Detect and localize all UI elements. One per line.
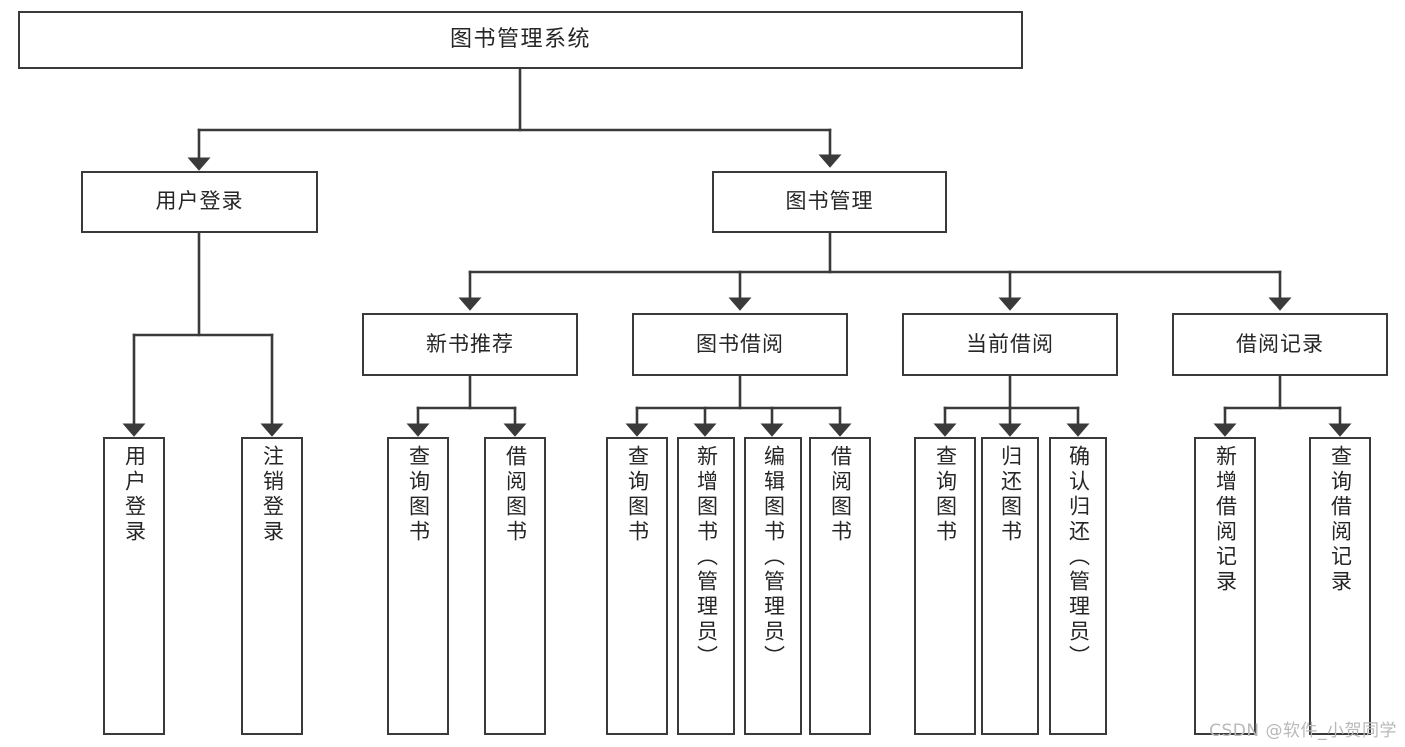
node-label: 借阅图书	[503, 445, 528, 545]
node-current-borrow[interactable]: 当前借阅	[902, 313, 1118, 376]
node-label: 图书管理系统	[449, 26, 591, 52]
leaf-user-login-logout[interactable]: 注销登录	[241, 437, 303, 735]
node-label: 借阅记录	[1236, 331, 1324, 356]
leaf-borrow-record-query-record[interactable]: 查询借阅记录	[1309, 437, 1371, 735]
node-label: 新增借阅记录	[1213, 445, 1238, 595]
leaf-current-borrow-query-book[interactable]: 查询图书	[914, 437, 976, 735]
node-label: 图书管理	[785, 189, 874, 214]
node-label: 用户登录	[122, 445, 147, 545]
node-book-management[interactable]: 图书管理	[712, 171, 947, 233]
node-label: 当前借阅	[966, 331, 1054, 356]
leaf-borrow-record-add-record[interactable]: 新增借阅记录	[1194, 437, 1256, 735]
node-label: 编辑图书（管理员）	[761, 445, 786, 670]
node-new-book-recommend[interactable]: 新书推荐	[362, 313, 578, 376]
leaf-new-book-query-book[interactable]: 查询图书	[387, 437, 449, 735]
node-label: 查询图书	[406, 445, 431, 545]
leaf-book-borrow-query-book[interactable]: 查询图书	[606, 437, 668, 735]
node-label: 查询图书	[625, 445, 650, 545]
node-label: 查询借阅记录	[1328, 445, 1353, 595]
leaf-current-borrow-confirm-return-admin[interactable]: 确认归还（管理员）	[1049, 437, 1107, 735]
node-book-borrow[interactable]: 图书借阅	[632, 313, 848, 376]
leaf-book-borrow-add-book-admin[interactable]: 新增图书（管理员）	[677, 437, 735, 735]
node-root-book-management-system[interactable]: 图书管理系统	[18, 11, 1023, 69]
node-label: 图书借阅	[696, 331, 784, 356]
node-label: 新增图书（管理员）	[694, 445, 719, 670]
node-borrow-record[interactable]: 借阅记录	[1172, 313, 1388, 376]
node-label: 用户登录	[155, 189, 244, 214]
node-label: 归还图书	[998, 445, 1023, 545]
leaf-new-book-borrow-book[interactable]: 借阅图书	[484, 437, 546, 735]
csdn-watermark: CSDN @软件_小贺同学	[1209, 721, 1397, 741]
node-label: 查询图书	[933, 445, 958, 545]
node-label: 借阅图书	[828, 445, 853, 545]
node-label: 确认归还（管理员）	[1066, 445, 1091, 670]
leaf-book-borrow-borrow-book[interactable]: 借阅图书	[809, 437, 871, 735]
leaf-book-borrow-edit-book-admin[interactable]: 编辑图书（管理员）	[744, 437, 802, 735]
leaf-user-login-login[interactable]: 用户登录	[103, 437, 165, 735]
node-user-login[interactable]: 用户登录	[81, 171, 318, 233]
leaf-current-borrow-return-book[interactable]: 归还图书	[981, 437, 1039, 735]
node-label: 新书推荐	[426, 331, 514, 356]
node-label: 注销登录	[260, 445, 285, 545]
